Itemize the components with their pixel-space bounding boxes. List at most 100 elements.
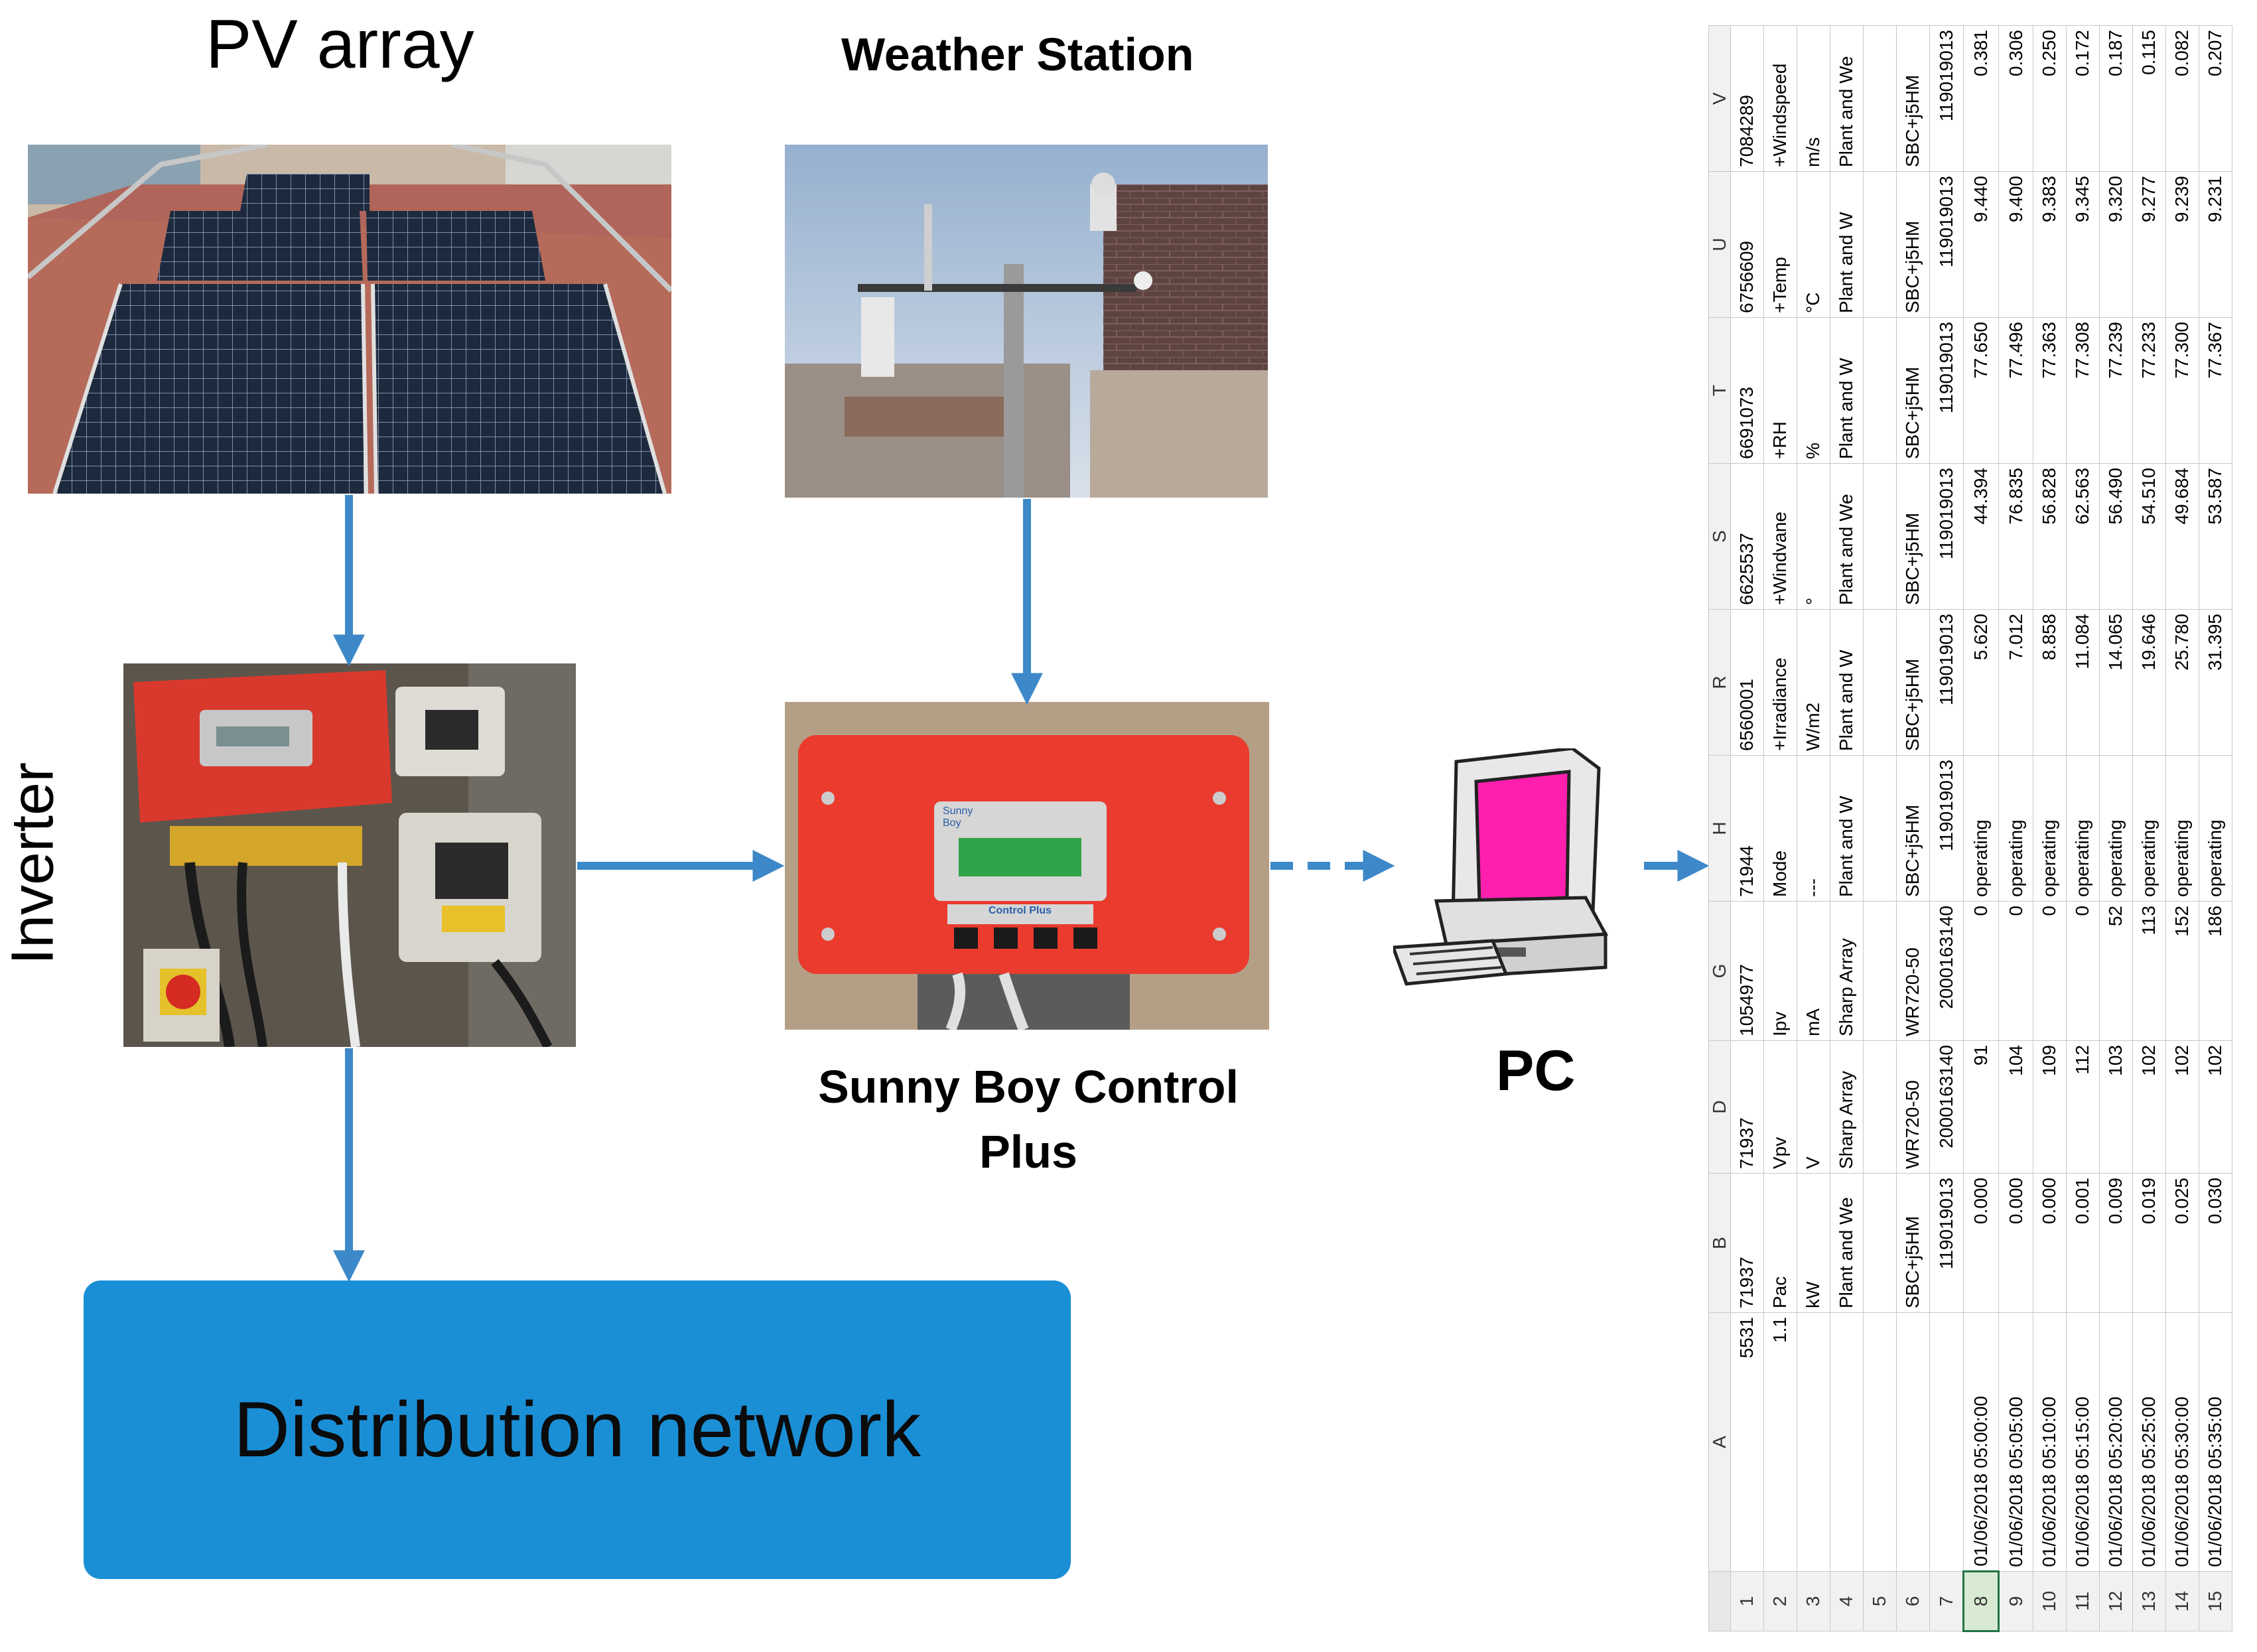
spreadsheet-corner[interactable] xyxy=(1708,1571,1731,1631)
table-cell[interactable] xyxy=(1863,25,1897,172)
table-cell[interactable]: V xyxy=(1797,1040,1830,1174)
table-cell[interactable]: Plant and We xyxy=(1830,25,1864,172)
row-number[interactable]: 8 xyxy=(1963,1571,1999,1631)
table-cell[interactable]: Plant and W xyxy=(1830,171,1864,318)
table-cell[interactable]: 44.394 xyxy=(1963,463,1999,610)
table-cell[interactable]: 53.587 xyxy=(2199,463,2232,610)
row-number[interactable]: 15 xyxy=(2199,1571,2232,1631)
table-cell[interactable]: 5.620 xyxy=(1963,609,1999,756)
table-cell[interactable]: operating xyxy=(2066,755,2100,902)
column-header[interactable]: D xyxy=(1708,1040,1731,1174)
table-cell[interactable]: 9.345 xyxy=(2066,171,2100,318)
table-cell[interactable]: SBC+j5HM xyxy=(1896,317,1930,464)
table-cell[interactable] xyxy=(1863,755,1897,902)
row-number[interactable]: 3 xyxy=(1797,1571,1830,1631)
table-cell[interactable]: 6625537 xyxy=(1730,463,1764,610)
table-cell[interactable]: 52 xyxy=(2099,901,2133,1041)
row-number[interactable]: 14 xyxy=(2165,1571,2199,1631)
table-cell[interactable]: 77.308 xyxy=(2066,317,2100,464)
table-cell[interactable]: 31.395 xyxy=(2199,609,2232,756)
table-cell[interactable]: operating xyxy=(2132,755,2166,902)
table-cell[interactable]: 56.828 xyxy=(2033,463,2067,610)
table-cell[interactable]: 25.780 xyxy=(2165,609,2199,756)
table-cell[interactable]: Ipv xyxy=(1763,901,1797,1041)
table-cell[interactable]: SBC+j5HM xyxy=(1896,755,1930,902)
table-cell[interactable]: °C xyxy=(1797,171,1830,318)
table-cell[interactable]: 2000163140 xyxy=(1929,901,1964,1041)
table-cell[interactable]: 71944 xyxy=(1730,755,1764,902)
table-cell[interactable]: 77.239 xyxy=(2099,317,2133,464)
table-cell[interactable]: 0 xyxy=(2066,901,2100,1041)
table-cell[interactable] xyxy=(1863,171,1897,318)
table-cell[interactable] xyxy=(1830,1312,1864,1572)
table-cell[interactable]: 0.000 xyxy=(2033,1173,2067,1313)
table-cell[interactable]: 9.400 xyxy=(1998,171,2033,318)
table-cell[interactable] xyxy=(1863,317,1897,464)
table-cell[interactable]: W/m2 xyxy=(1797,609,1830,756)
table-cell[interactable]: 9.320 xyxy=(2099,171,2133,318)
table-cell[interactable]: 77.300 xyxy=(2165,317,2199,464)
table-cell[interactable]: 109 xyxy=(2033,1040,2067,1174)
table-cell[interactable]: WR720-50 xyxy=(1896,901,1930,1041)
table-cell[interactable]: operating xyxy=(2033,755,2067,902)
table-cell[interactable]: 9.277 xyxy=(2132,171,2166,318)
table-cell[interactable]: 71937 xyxy=(1730,1040,1764,1174)
table-cell[interactable]: 6691073 xyxy=(1730,317,1764,464)
table-cell[interactable]: 0.115 xyxy=(2132,25,2166,172)
table-cell[interactable]: 6756609 xyxy=(1730,171,1764,318)
column-header[interactable]: U xyxy=(1708,171,1731,318)
table-cell[interactable]: 0.001 xyxy=(2066,1173,2100,1313)
table-cell[interactable] xyxy=(1863,1173,1897,1313)
table-cell[interactable]: Plant and W xyxy=(1830,609,1864,756)
table-cell[interactable]: 9.231 xyxy=(2199,171,2232,318)
table-cell[interactable]: 2000163140 xyxy=(1929,1040,1964,1174)
row-number[interactable]: 9 xyxy=(1998,1571,2033,1631)
table-cell[interactable]: SBC+j5HM xyxy=(1896,609,1930,756)
table-cell[interactable]: 14.065 xyxy=(2099,609,2133,756)
table-cell[interactable]: 119019013 xyxy=(1929,171,1964,318)
table-cell[interactable] xyxy=(1863,1312,1897,1572)
table-cell[interactable]: 9.440 xyxy=(1963,171,1999,318)
table-cell[interactable]: m/s xyxy=(1797,25,1830,172)
column-header[interactable]: S xyxy=(1708,463,1731,610)
table-cell[interactable]: ° xyxy=(1797,463,1830,610)
table-cell[interactable]: kW xyxy=(1797,1173,1830,1313)
table-cell[interactable]: 186 xyxy=(2199,901,2232,1041)
table-cell[interactable]: mA xyxy=(1797,901,1830,1041)
column-header[interactable]: R xyxy=(1708,609,1731,756)
table-cell[interactable]: 01/06/2018 05:00:00 xyxy=(1963,1312,1999,1572)
table-cell[interactable]: % xyxy=(1797,317,1830,464)
table-cell[interactable]: 152 xyxy=(2165,901,2199,1041)
table-cell[interactable]: 56.490 xyxy=(2099,463,2133,610)
table-cell[interactable]: 119019013 xyxy=(1929,1173,1964,1313)
table-cell[interactable]: 1054977 xyxy=(1730,901,1764,1041)
table-cell[interactable]: 01/06/2018 05:25:00 xyxy=(2132,1312,2166,1572)
table-cell[interactable]: 77.650 xyxy=(1963,317,1999,464)
row-number[interactable]: 7 xyxy=(1929,1571,1964,1631)
table-cell[interactable]: 7.012 xyxy=(1998,609,2033,756)
table-cell[interactable]: +Windspeed xyxy=(1763,25,1797,172)
table-cell[interactable]: Sharp Array xyxy=(1830,1040,1864,1174)
table-cell[interactable]: Plant and W xyxy=(1830,317,1864,464)
table-cell[interactable]: 01/06/2018 05:30:00 xyxy=(2165,1312,2199,1572)
table-cell[interactable]: 0.082 xyxy=(2165,25,2199,172)
column-header[interactable]: V xyxy=(1708,25,1731,172)
row-number[interactable]: 11 xyxy=(2066,1571,2100,1631)
table-cell[interactable]: 103 xyxy=(2099,1040,2133,1174)
table-cell[interactable]: 102 xyxy=(2199,1040,2232,1174)
table-cell[interactable]: 6560001 xyxy=(1730,609,1764,756)
table-cell[interactable]: WR720-50 xyxy=(1896,1040,1930,1174)
table-cell[interactable] xyxy=(1863,463,1897,610)
row-number[interactable]: 2 xyxy=(1763,1571,1797,1631)
table-cell[interactable]: +Irradiance xyxy=(1763,609,1797,756)
table-cell[interactable]: 62.563 xyxy=(2066,463,2100,610)
column-header[interactable]: T xyxy=(1708,317,1731,464)
table-cell[interactable] xyxy=(1863,609,1897,756)
table-cell[interactable]: 0 xyxy=(2033,901,2067,1041)
table-cell[interactable]: 119019013 xyxy=(1929,755,1964,902)
column-header[interactable]: A xyxy=(1708,1312,1731,1572)
table-cell[interactable]: 9.383 xyxy=(2033,171,2067,318)
table-cell[interactable]: 0.000 xyxy=(1998,1173,2033,1313)
table-cell[interactable]: 76.835 xyxy=(1998,463,2033,610)
table-cell[interactable]: 119019013 xyxy=(1929,317,1964,464)
